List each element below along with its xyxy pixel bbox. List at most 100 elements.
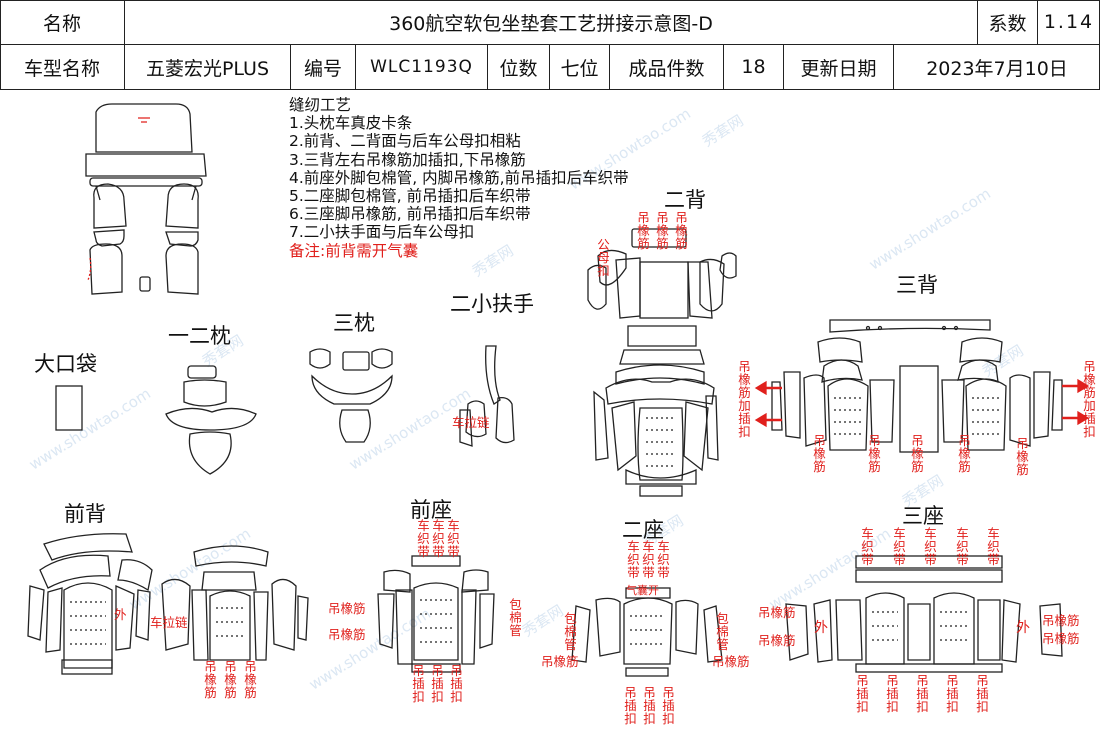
back2-pieces <box>587 228 737 497</box>
annot-outer: 外 <box>1016 620 1030 636</box>
annot-hang-elastic: 吊橡筋 <box>712 654 750 669</box>
headrest3-pieces <box>309 348 393 443</box>
section-big-pocket: 大口袋 <box>34 352 97 376</box>
front-back2-pieces <box>161 545 309 661</box>
back3-arrows <box>754 378 1090 428</box>
annot-sew-strap: 车织带 <box>447 518 460 559</box>
notes-line-3: 3.三背左右吊橡筋加插扣,下吊橡筋 <box>289 150 526 169</box>
model-value: 五菱宏光PLUS <box>125 45 291 89</box>
annot-foam-tube: 包棉管 <box>564 611 577 652</box>
annot-sew-strap: 车织带 <box>956 526 969 567</box>
annot-hang-elastic: 吊橡筋 <box>656 210 669 251</box>
annot-outer: 外 <box>114 607 127 622</box>
annot-hang-elastic: 吊橡筋 <box>328 601 366 616</box>
notes-line-5: 5.二座脚包棉管, 前吊插扣后车织带 <box>289 187 531 206</box>
model-label: 车型名称 <box>0 45 125 89</box>
annot-hang-elastic: 吊橡筋 <box>1042 631 1080 646</box>
annot-hang-elastic: 吊橡筋 <box>541 654 579 669</box>
annot-sew-strap: 车织带 <box>861 526 874 567</box>
section-front-seat: 前座 <box>410 498 452 522</box>
section-front-back: 前背 <box>64 502 106 526</box>
front-back-pieces <box>27 533 153 675</box>
pieces-label: 成品件数 <box>610 45 724 89</box>
date-value: 2023年7月10日 <box>926 57 1068 80</box>
annot-hang-elastic: 吊橡筋 <box>758 605 796 620</box>
annot-hang-buckle: 吊插扣 <box>624 685 637 726</box>
annot-hang-elastic: 吊橡筋 <box>328 627 366 642</box>
section-headrest12: 一二枕 <box>168 324 231 348</box>
name-label: 名称 <box>0 0 125 44</box>
annot-foam-tube: 包棉管 <box>716 611 729 652</box>
annot-hang-elastic: 吊橡筋 <box>1042 613 1080 628</box>
annot-hang-buckle: 吊插扣 <box>916 673 929 714</box>
annot-sew-strap: 车织带 <box>642 539 655 580</box>
armrest2-pieces <box>459 345 515 447</box>
annot-outer: 外 <box>814 620 828 636</box>
section-back2: 二背 <box>664 188 706 212</box>
front-seat-pieces <box>377 555 495 673</box>
seat3-pieces <box>785 555 1063 673</box>
seats-label: 位数 <box>488 45 550 89</box>
seat2-pieces <box>571 587 723 677</box>
annot-hang-elastic: 吊橡筋 <box>244 659 257 700</box>
notes-line-7: 7.二小扶手面与后车公母扣 <box>289 223 475 242</box>
section-armrest2: 二小扶手 <box>450 292 534 316</box>
annot-hang-buckle: 吊插扣 <box>946 673 959 714</box>
notes-line-2: 2.前背、二背面与后车公母扣相粘 <box>289 132 521 151</box>
back3-pieces <box>771 319 1063 453</box>
annot-hang-buckle: 吊插扣 <box>643 685 656 726</box>
section-back3: 三背 <box>896 273 938 297</box>
annot-foam-tube: 包棉管 <box>509 597 522 638</box>
notes-line-4: 4.前座外脚包棉管, 内脚吊橡筋,前吊插扣后车织带 <box>289 168 629 187</box>
annot-sew-strap: 车织带 <box>924 526 937 567</box>
annot-airbag: 气囊开 <box>626 584 659 597</box>
annot-male-female: 公母扣 <box>597 237 610 278</box>
section-seat2: 二座 <box>622 518 664 542</box>
annot-hang-buckle: 吊插扣 <box>886 673 899 714</box>
annot-hang-buckle: 吊插扣 <box>431 663 444 704</box>
annot-hang-elastic: 吊橡筋 <box>868 433 881 474</box>
coefficient-value: 1.14 <box>1043 11 1095 33</box>
overview-seat-drawing <box>85 103 207 295</box>
annot-sew-strap: 车织带 <box>432 518 445 559</box>
coefficient-label: 系数 <box>978 0 1038 44</box>
annot-hang-elastic: 吊橡筋 <box>758 633 796 648</box>
annot-sew-strap: 车织带 <box>987 526 1000 567</box>
header-table: 名称 360航空软包坐垫套工艺拼接示意图-D 系数 1.14 车型名称 五菱宏光… <box>0 0 1100 90</box>
annot-armrest-zipper: 车拉链 <box>452 415 490 430</box>
code-label: 编号 <box>291 45 356 89</box>
annot-sew-strap: 车织带 <box>893 526 906 567</box>
notes-line-6: 6.三座脚吊橡筋, 前吊插扣后车织带 <box>289 205 531 224</box>
annot-hang-buckle: 吊插扣 <box>450 663 463 704</box>
annot-elastic-buckle-right: 吊橡筋加插扣 <box>1083 359 1096 439</box>
sewing-notes: 缝纫工艺 1.头枕车真皮卡条 2.前背、二背面与后车公母扣相粘 3.三背左右吊橡… <box>289 96 629 260</box>
headrest12-pieces <box>165 365 257 475</box>
annot-hang-elastic: 吊橡筋 <box>813 433 826 474</box>
annot-sew-strap: 车织带 <box>657 539 670 580</box>
date-label: 更新日期 <box>784 45 894 89</box>
notes-line-1: 1.头枕车真皮卡条 <box>289 114 413 133</box>
seats-value: 七位 <box>550 45 610 89</box>
annot-hang-buckle: 吊插扣 <box>856 673 869 714</box>
annot-hang-elastic: 吊橡筋 <box>911 433 924 474</box>
annot-elastic-buckle-left: 吊橡筋加插扣 <box>738 359 751 439</box>
annot-hang-elastic: 吊橡筋 <box>675 210 688 251</box>
pocket-piece <box>55 385 83 431</box>
annot-sew-strap: 车织带 <box>627 539 640 580</box>
section-seat3: 三座 <box>902 504 944 528</box>
annot-hang-buckle: 吊插扣 <box>976 673 989 714</box>
annot-zipper: 车拉链 <box>150 615 188 630</box>
diagram-title: 360航空软包坐垫套工艺拼接示意图-D <box>125 0 978 44</box>
annot-hang-elastic: 吊橡筋 <box>637 210 650 251</box>
annot-hang-elastic: 吊橡筋 <box>204 659 217 700</box>
annot-sew-strap: 车织带 <box>417 518 430 559</box>
annot-hang-buckle: 吊插扣 <box>662 685 675 726</box>
code-value: WLC1193Q <box>356 45 488 89</box>
annot-hang-buckle: 吊插扣 <box>412 663 425 704</box>
annot-hang-elastic: 吊橡筋 <box>1016 436 1029 477</box>
annot-hang-elastic: 吊橡筋 <box>224 659 237 700</box>
notes-title: 缝纫工艺 <box>289 96 352 114</box>
pieces-value: 18 <box>724 45 784 89</box>
section-headrest3: 三枕 <box>333 311 375 335</box>
